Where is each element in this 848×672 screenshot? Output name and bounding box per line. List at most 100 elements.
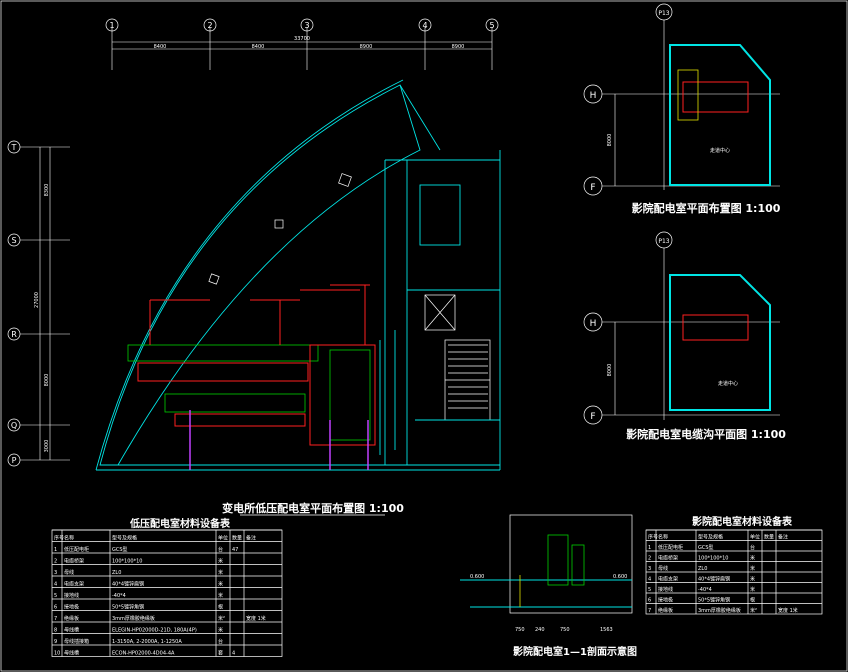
svg-text:750: 750 bbox=[515, 627, 525, 633]
table-cell: 接地极 bbox=[64, 604, 79, 611]
table-header-cell: 备注 bbox=[246, 535, 256, 542]
table-cell: 低压配电柜 bbox=[64, 546, 89, 553]
table-cell: ZL0 bbox=[112, 570, 121, 576]
table-cell: ECON-HP02000-4D04-4A bbox=[112, 651, 175, 657]
svg-text:8000: 8000 bbox=[607, 364, 613, 377]
dim-left-total: 27000 bbox=[34, 292, 40, 308]
table-cell: 2 bbox=[648, 556, 651, 562]
axis-T: T bbox=[11, 143, 17, 152]
axis-1: 1 bbox=[109, 21, 114, 30]
top-axis-grid: 1 2 3 4 5 33700 8400 8400 8900 8900 bbox=[105, 18, 499, 70]
axis-5: 5 bbox=[489, 21, 494, 30]
table-cell: 9 bbox=[54, 639, 57, 645]
dim-left-4: 3000 bbox=[44, 440, 50, 453]
svg-text:F: F bbox=[590, 412, 595, 422]
table-cell: 1 bbox=[648, 545, 651, 551]
table-cell: 40*4镀锌扁钢 bbox=[112, 581, 144, 588]
table-cell: 8 bbox=[54, 628, 57, 634]
svg-text:H: H bbox=[590, 91, 597, 101]
svg-text:0.600: 0.600 bbox=[470, 574, 484, 580]
table-cell: 米 bbox=[750, 565, 755, 572]
dim-left-1: 8300 bbox=[44, 184, 50, 197]
table-cell: 套 bbox=[218, 650, 223, 657]
svg-text:P13: P13 bbox=[658, 238, 669, 245]
table-cell: 母线槽 bbox=[64, 650, 79, 657]
svg-text:走道中心: 走道中心 bbox=[718, 380, 738, 387]
table-cell: 母线 bbox=[658, 565, 668, 572]
switchgear-row-1 bbox=[127, 344, 319, 427]
table-cell: -40*4 bbox=[698, 587, 712, 593]
table-header-cell: 单位 bbox=[750, 534, 760, 541]
table-cell: 电缆支架 bbox=[64, 581, 84, 588]
table-cell: 台 bbox=[218, 546, 223, 553]
table-cell: 米² bbox=[750, 607, 757, 614]
table-right-title: 影院配电室材料设备表 bbox=[692, 515, 793, 528]
table-cell: 米 bbox=[218, 581, 223, 588]
table-header-cell: 型号及规格 bbox=[698, 534, 723, 541]
cinema-cable-plan: P13 H F 8000 走道中心 bbox=[583, 231, 780, 425]
table-header-cell: 数量 bbox=[232, 535, 242, 542]
table-cell: 1 bbox=[54, 547, 57, 553]
table-cell: ZL0 bbox=[698, 566, 707, 572]
svg-text:走道中心: 走道中心 bbox=[710, 147, 730, 154]
table-cell: 3 bbox=[54, 570, 57, 576]
table-cell: 绝缘板 bbox=[64, 615, 79, 622]
table-cell: 6 bbox=[54, 605, 57, 611]
table-cell: 3mm厚橡胶绝缘板 bbox=[112, 615, 155, 622]
table-cell: 6 bbox=[648, 598, 651, 604]
section-1-1: 0.600 0.600 750 240 750 1563 bbox=[460, 514, 633, 633]
table-cell: 4 bbox=[232, 651, 235, 657]
table-header-cell: 序号 bbox=[648, 534, 658, 541]
table-cell: 3 bbox=[648, 566, 651, 572]
switchgear-row-2 bbox=[309, 330, 396, 455]
table-cell: 接地线 bbox=[658, 586, 673, 593]
table-cell: 低压配电柜 bbox=[658, 544, 683, 551]
table-cell: 米 bbox=[750, 576, 755, 583]
table-cell: 宽度 1米 bbox=[778, 607, 798, 614]
svg-text:8000: 8000 bbox=[607, 134, 613, 147]
table-left-title: 低压配电室材料设备表 bbox=[129, 517, 231, 530]
table-cell: 2 bbox=[54, 559, 57, 565]
svg-text:F: F bbox=[590, 183, 595, 193]
left-axis-grid: T S R Q P 27000 8300 8000 3000 bbox=[7, 140, 70, 467]
main-plan-title: 变电所低压配电室平面布置图 1:100 bbox=[222, 501, 404, 515]
table-cell: 7 bbox=[648, 608, 651, 614]
dim-total-top: 33700 bbox=[294, 36, 310, 42]
table-cell: 台 bbox=[218, 638, 223, 645]
table-header-cell: 名称 bbox=[64, 535, 74, 542]
table-cell: 接地极 bbox=[658, 597, 673, 604]
table-cell: 米 bbox=[218, 592, 223, 599]
table-cell: 接地线 bbox=[64, 592, 79, 599]
axis-R: R bbox=[11, 330, 17, 339]
table-cell: 根 bbox=[750, 597, 755, 604]
table-header-cell: 序号 bbox=[54, 535, 64, 542]
cinema-plan-top: P13 H F 8000 走道中心 bbox=[583, 3, 780, 196]
table-cell: 4 bbox=[54, 582, 57, 588]
table-cell: 米 bbox=[750, 586, 755, 593]
table-cell: 米 bbox=[218, 627, 223, 634]
table-cell: 米 bbox=[750, 555, 755, 562]
table-cell: 1-3150A, 2-2000A, 1-1250A bbox=[112, 639, 182, 645]
table-cell: -40*4 bbox=[112, 593, 126, 599]
table-cell: 电缆桥架 bbox=[658, 555, 678, 562]
table-cell: 母线 bbox=[64, 569, 74, 576]
axis-4: 4 bbox=[422, 21, 427, 30]
table-header-cell: 数量 bbox=[764, 534, 774, 541]
table-cell: 米 bbox=[218, 569, 223, 576]
table-cell: GCS型 bbox=[698, 544, 714, 551]
table-cell: 5 bbox=[54, 593, 57, 599]
table-cell: GCS型 bbox=[112, 546, 128, 553]
table-cell: 100*100*10 bbox=[698, 556, 728, 562]
busway bbox=[149, 284, 370, 470]
table-cell: 47 bbox=[232, 547, 238, 553]
table-cell: 母线插接箱 bbox=[64, 638, 89, 645]
table-header-cell: 单位 bbox=[218, 535, 228, 542]
section-title: 影院配电室1—1剖面示意图 bbox=[513, 645, 637, 658]
table-cell: 100*100*10 bbox=[112, 559, 142, 565]
cinema-cable-title: 影院配电室电缆沟平面图 1:100 bbox=[626, 427, 786, 441]
dim-top-4: 8900 bbox=[452, 44, 465, 50]
table-header-cell: 备注 bbox=[778, 534, 788, 541]
